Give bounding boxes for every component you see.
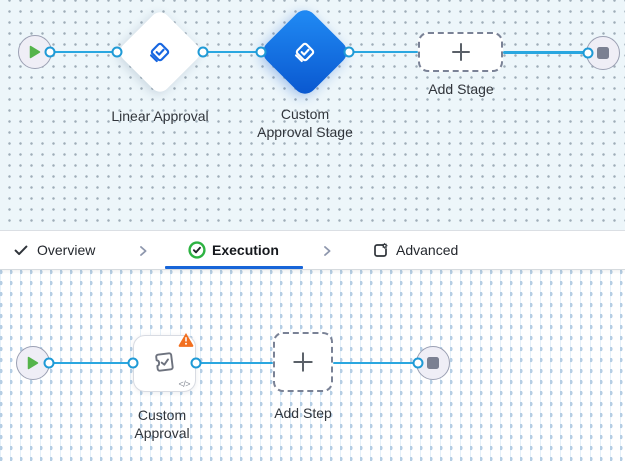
connector-line xyxy=(203,50,261,54)
stop-icon xyxy=(597,47,609,59)
stage-node-linear-approval[interactable] xyxy=(116,8,204,96)
connector-line xyxy=(503,51,588,54)
tab-execution[interactable]: Execution xyxy=(188,231,279,269)
connector-line xyxy=(349,50,418,54)
add-step-button[interactable] xyxy=(273,332,333,392)
end-node[interactable] xyxy=(586,36,620,70)
step-node-custom-approval[interactable]: </> xyxy=(133,332,196,392)
connector-port[interactable] xyxy=(582,47,594,59)
connector-port[interactable] xyxy=(197,46,209,58)
tab-overview[interactable]: Overview xyxy=(13,231,95,269)
approval-stamp-icon xyxy=(151,349,178,376)
code-badge: </> xyxy=(178,379,190,389)
check-circle-icon xyxy=(188,241,206,259)
stage-label-custom-approval: Custom Approval Stage xyxy=(257,106,353,140)
advanced-settings-icon xyxy=(372,242,389,259)
connector-line xyxy=(49,361,133,365)
step-canvas[interactable]: </> Custom Approval Add Step xyxy=(0,270,625,461)
play-icon xyxy=(27,356,39,370)
approval-stage-icon xyxy=(146,38,174,66)
check-icon xyxy=(13,242,29,258)
tab-advanced[interactable]: Advanced xyxy=(372,231,458,269)
connector-port[interactable] xyxy=(43,357,55,369)
stage-canvas[interactable]: Linear Approval Custom Approval Stage Ad… xyxy=(0,0,625,230)
stage-label-linear-approval: Linear Approval xyxy=(111,108,209,124)
warning-icon xyxy=(178,332,194,347)
step-label-custom-approval: Custom Approval xyxy=(134,407,190,441)
plus-icon xyxy=(450,41,472,63)
connector-port[interactable] xyxy=(111,46,123,58)
connector-port[interactable] xyxy=(343,46,355,58)
tab-execution-label: Execution xyxy=(212,242,279,258)
connector-line xyxy=(50,50,117,54)
tab-advanced-label: Advanced xyxy=(396,242,459,258)
stage-node-custom-approval-selected[interactable] xyxy=(258,5,352,99)
connector-line xyxy=(196,361,273,365)
add-stage-button[interactable] xyxy=(418,32,503,72)
chevron-right-icon xyxy=(320,244,334,263)
stop-icon xyxy=(427,357,439,369)
connector-port[interactable] xyxy=(412,357,424,369)
connector-line xyxy=(333,361,418,365)
plus-icon xyxy=(291,350,315,374)
connector-port[interactable] xyxy=(255,46,267,58)
connector-port[interactable] xyxy=(44,46,56,58)
stage-tab-bar: Overview Execution xyxy=(0,230,625,270)
connector-port[interactable] xyxy=(127,357,139,369)
play-icon xyxy=(29,45,41,59)
add-stage-label: Add Stage xyxy=(428,81,494,97)
tab-overview-label: Overview xyxy=(37,242,96,258)
active-tab-underline xyxy=(165,266,303,269)
connector-port[interactable] xyxy=(190,357,202,369)
add-step-label: Add Step xyxy=(274,405,332,421)
chevron-right-icon xyxy=(136,244,150,263)
approval-stage-icon xyxy=(291,38,319,66)
